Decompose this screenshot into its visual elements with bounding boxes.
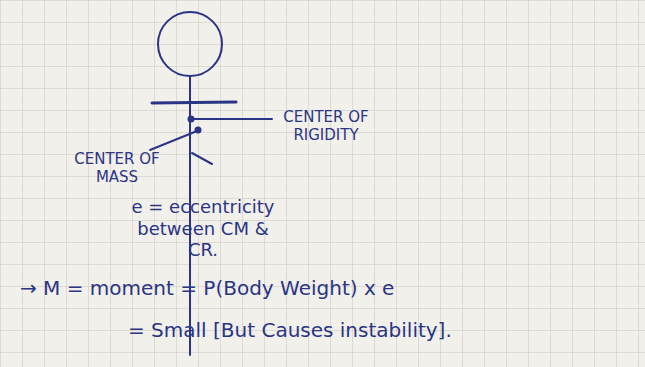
callout-label: CENTER OF RIGIDITY (276, 108, 376, 144)
leader-line (193, 118, 272, 120)
center-of-rigidity-dot (188, 116, 195, 123)
figure-arms (152, 102, 236, 103)
center-of-mass-dot (195, 127, 202, 134)
figure-head (158, 12, 222, 76)
figure-stroke (192, 153, 212, 164)
formula-text: → M = moment = P(Body Weight) x e (20, 276, 480, 300)
callout-label: CENTER OF MASS (72, 150, 162, 186)
note-text: e = eccentricity between CM & CR. (128, 196, 278, 261)
leader-line (150, 131, 197, 150)
formula-text: = Small [But Causes instability]. (128, 318, 548, 342)
